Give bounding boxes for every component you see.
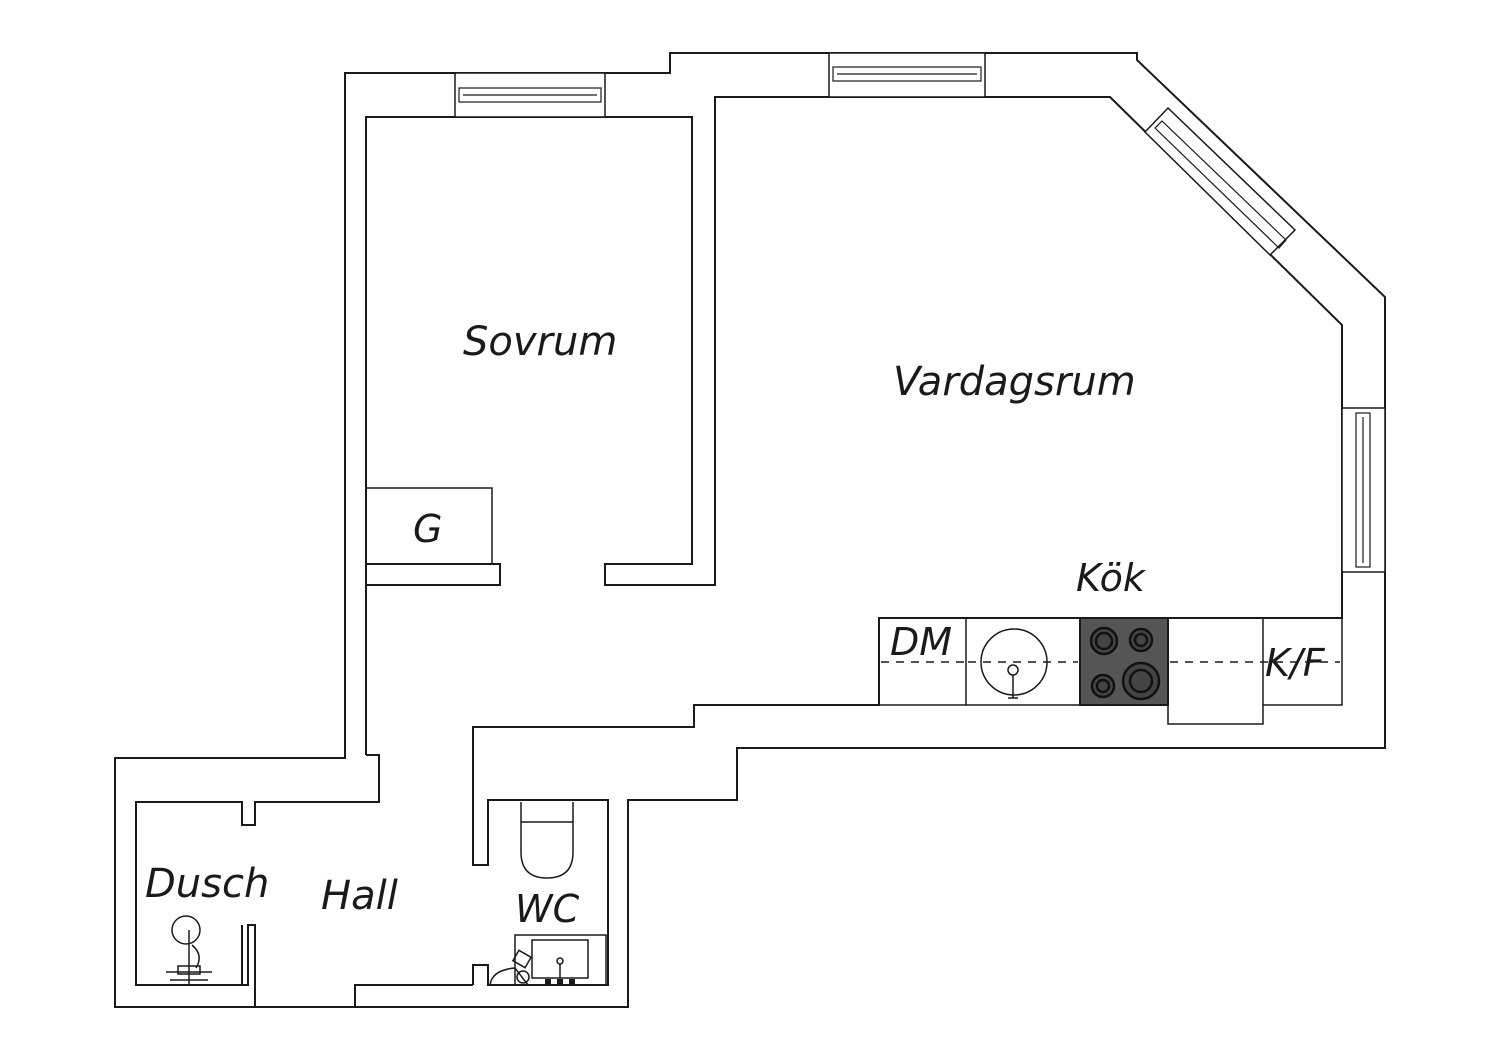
shower-fixtures xyxy=(166,915,212,985)
label-dishwasher: DM xyxy=(890,620,952,664)
label-wc: WC xyxy=(515,887,580,931)
label-hall: Hall xyxy=(321,873,398,919)
stove-hob-icon xyxy=(1079,617,1169,706)
label-living-room: Vardagsrum xyxy=(893,359,1136,405)
shower-head-icon xyxy=(166,915,212,985)
wc-fixtures xyxy=(489,802,607,986)
label-wardrobe: G xyxy=(413,507,442,551)
label-shower: Dusch xyxy=(145,861,269,907)
outer-walls xyxy=(114,52,1386,1008)
window-bedroom xyxy=(454,72,606,118)
inner-walls xyxy=(135,96,1343,1007)
label-kitchen: Kök xyxy=(1076,556,1147,600)
window-living-top xyxy=(828,52,986,98)
kitchen-sink-icon xyxy=(968,628,1078,699)
toilet-icon xyxy=(520,802,574,879)
kitchen-fixtures xyxy=(881,617,1340,706)
window-living-diagonal xyxy=(1143,106,1297,257)
window-living-right xyxy=(1341,407,1386,573)
label-bedroom: Sovrum xyxy=(463,319,617,365)
room-labels: Sovrum Vardagsrum Kök Hall Dusch WC G DM… xyxy=(145,319,1326,931)
label-fridge-freezer: K/F xyxy=(1265,641,1326,685)
windows xyxy=(454,52,1386,573)
wc-sink-icon xyxy=(514,934,607,986)
bidet-shower-icon xyxy=(489,949,533,986)
